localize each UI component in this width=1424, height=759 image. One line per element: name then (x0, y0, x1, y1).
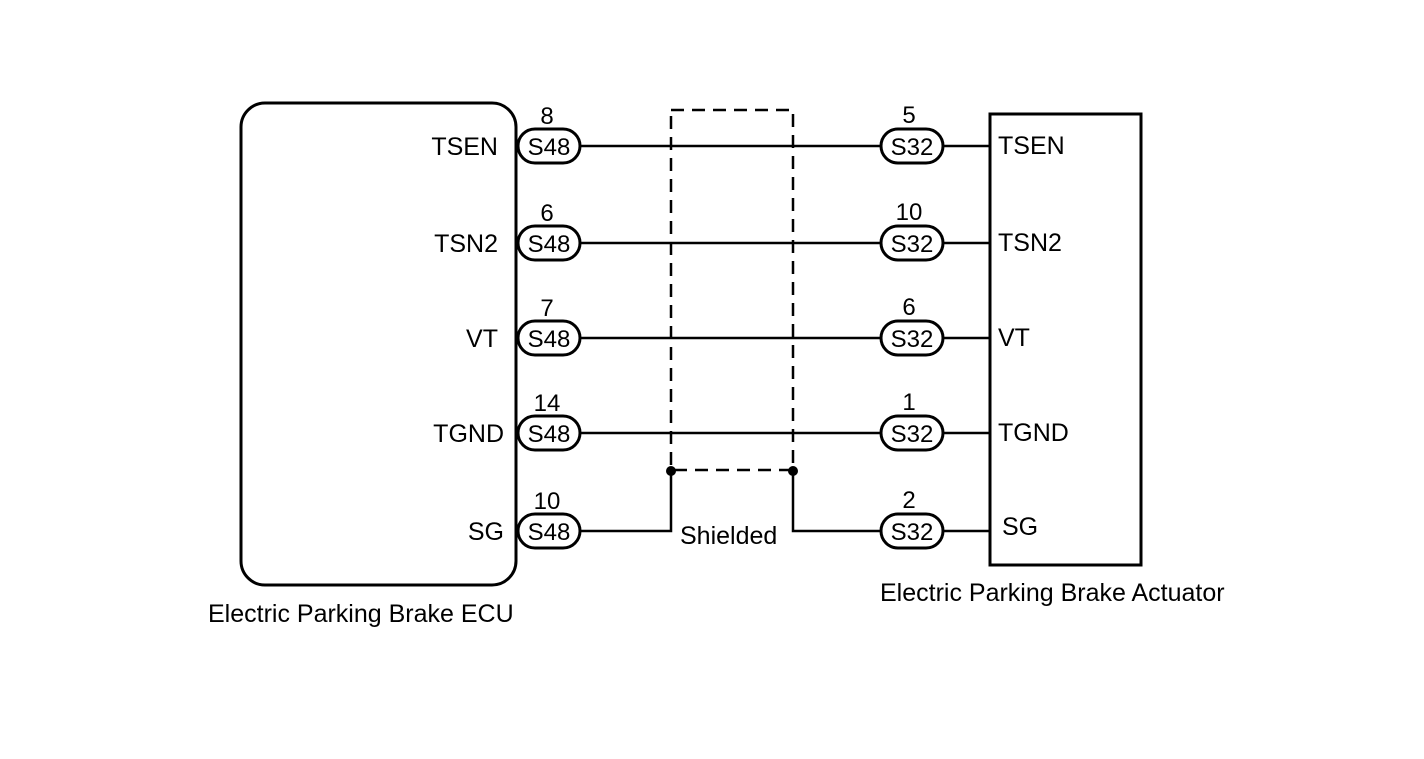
actuator-box (988, 112, 1143, 567)
ecu-signal-label: TGND (433, 420, 504, 448)
shield-drain-wire (791, 471, 881, 533)
ecu-pin-number: 14 (534, 390, 561, 417)
ecu-connector-label: S48 (528, 231, 571, 258)
actuator-connector-label: S32 (891, 421, 934, 448)
shield-label: Shielded (680, 522, 777, 550)
actuator-signal-label: TSN2 (998, 229, 1062, 257)
actuator-label: Electric Parking Brake Actuator (880, 579, 1225, 607)
actuator-signal-label: TSEN (998, 132, 1065, 160)
actuator-connector-label: S32 (891, 519, 934, 546)
shield-junction-dot (666, 466, 676, 476)
actuator-pin-number: 2 (902, 487, 915, 514)
actuator-pin-number: 1 (902, 389, 915, 416)
actuator-signal-label: VT (998, 324, 1030, 352)
ecu-connector-label: S48 (528, 421, 571, 448)
ecu-signal-label: TSN2 (434, 230, 498, 258)
ecu-pin-number: 7 (540, 295, 553, 322)
shield-drain-wire (580, 471, 673, 533)
actuator-connector-label: S32 (891, 134, 934, 161)
ecu-box (239, 101, 518, 587)
ecu-signal-label: TSEN (431, 133, 498, 161)
actuator-connector-label: S32 (891, 326, 934, 353)
ecu-pin-number: 6 (540, 200, 553, 227)
shield-junction-dot (788, 466, 798, 476)
actuator-connector-label: S32 (891, 231, 934, 258)
ecu-signal-label: SG (468, 518, 504, 546)
actuator-pin-number: 5 (902, 102, 915, 129)
ecu-connector-label: S48 (528, 519, 571, 546)
actuator-pin-number: 10 (896, 199, 923, 226)
actuator-signal-label: SG (1002, 513, 1038, 541)
ecu-signal-label: VT (466, 325, 498, 353)
ecu-label: Electric Parking Brake ECU (208, 600, 514, 628)
actuator-pin-number: 6 (902, 294, 915, 321)
ecu-connector-label: S48 (528, 326, 571, 353)
ecu-pin-number: 8 (540, 103, 553, 130)
actuator-signal-label: TGND (998, 419, 1069, 447)
ecu-pin-number: 10 (534, 488, 561, 515)
shield-boundary (669, 108, 795, 472)
ecu-connector-label: S48 (528, 134, 571, 161)
